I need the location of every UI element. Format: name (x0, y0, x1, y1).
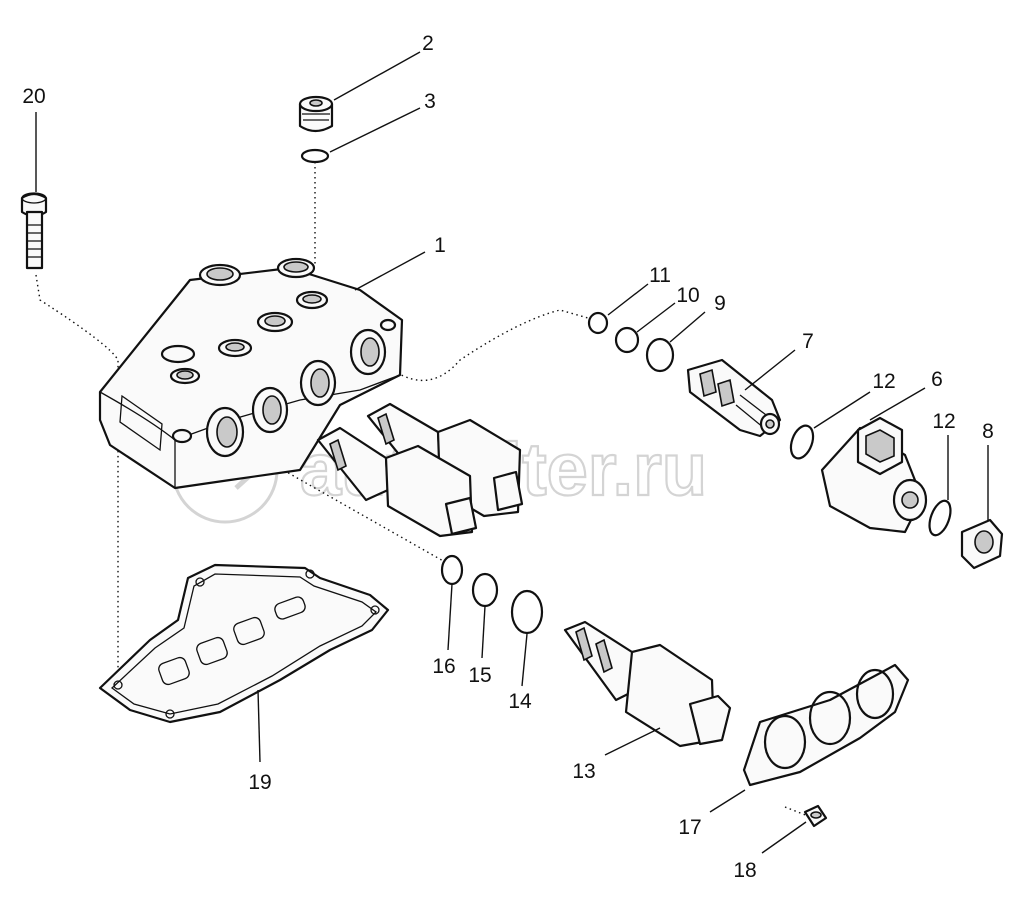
cartridge-valve-part-7 (686, 358, 782, 438)
callout-1: 1 (434, 234, 446, 257)
callout-17: 17 (678, 816, 701, 839)
leader-lines (35, 51, 989, 854)
nut-part-8 (960, 518, 1004, 570)
o-ring-part-12a (789, 424, 815, 460)
o-ring-part-9 (645, 337, 675, 373)
assembly-lines (35, 162, 809, 817)
screw-part-18 (803, 804, 828, 828)
gasket-plate-part-17 (742, 663, 910, 787)
gasket-part-19 (98, 563, 390, 724)
o-ring-part-11 (587, 311, 609, 335)
bolt-part-20 (20, 192, 48, 270)
callout-6: 6 (931, 368, 943, 391)
plug-part-2 (298, 95, 334, 133)
o-ring-part-3 (300, 148, 330, 164)
callout-7: 7 (802, 330, 814, 353)
callout-2: 2 (422, 32, 434, 55)
callout-11: 11 (649, 264, 671, 287)
callout-8: 8 (982, 420, 994, 443)
callout-15: 15 (468, 664, 491, 687)
callout-9: 9 (714, 292, 726, 315)
mounted-solenoid-valves (316, 402, 524, 538)
solenoid-valve-part-13 (563, 620, 732, 748)
callout-19: 19 (248, 771, 271, 794)
callout-3: 3 (424, 90, 436, 113)
callout-10: 10 (676, 284, 699, 307)
valve-body-part-1 (98, 257, 404, 490)
o-ring-part-15 (471, 572, 499, 608)
solenoid-coil-part-6 (820, 416, 928, 534)
callout-18: 18 (733, 859, 756, 882)
o-ring-part-14 (510, 589, 544, 635)
callout-numbers: 1 2 3 6 7 8 9 10 11 12 12 13 14 15 16 17… (22, 32, 994, 882)
o-ring-part-16 (440, 554, 464, 586)
callout-12b: 12 (932, 410, 955, 433)
callout-20: 20 (22, 85, 45, 108)
o-ring-part-12b (928, 499, 952, 537)
callout-14: 14 (508, 690, 532, 713)
callout-16: 16 (432, 655, 455, 678)
callout-12a: 12 (872, 370, 895, 393)
o-ring-part-10 (614, 326, 640, 354)
callout-13: 13 (572, 760, 595, 783)
